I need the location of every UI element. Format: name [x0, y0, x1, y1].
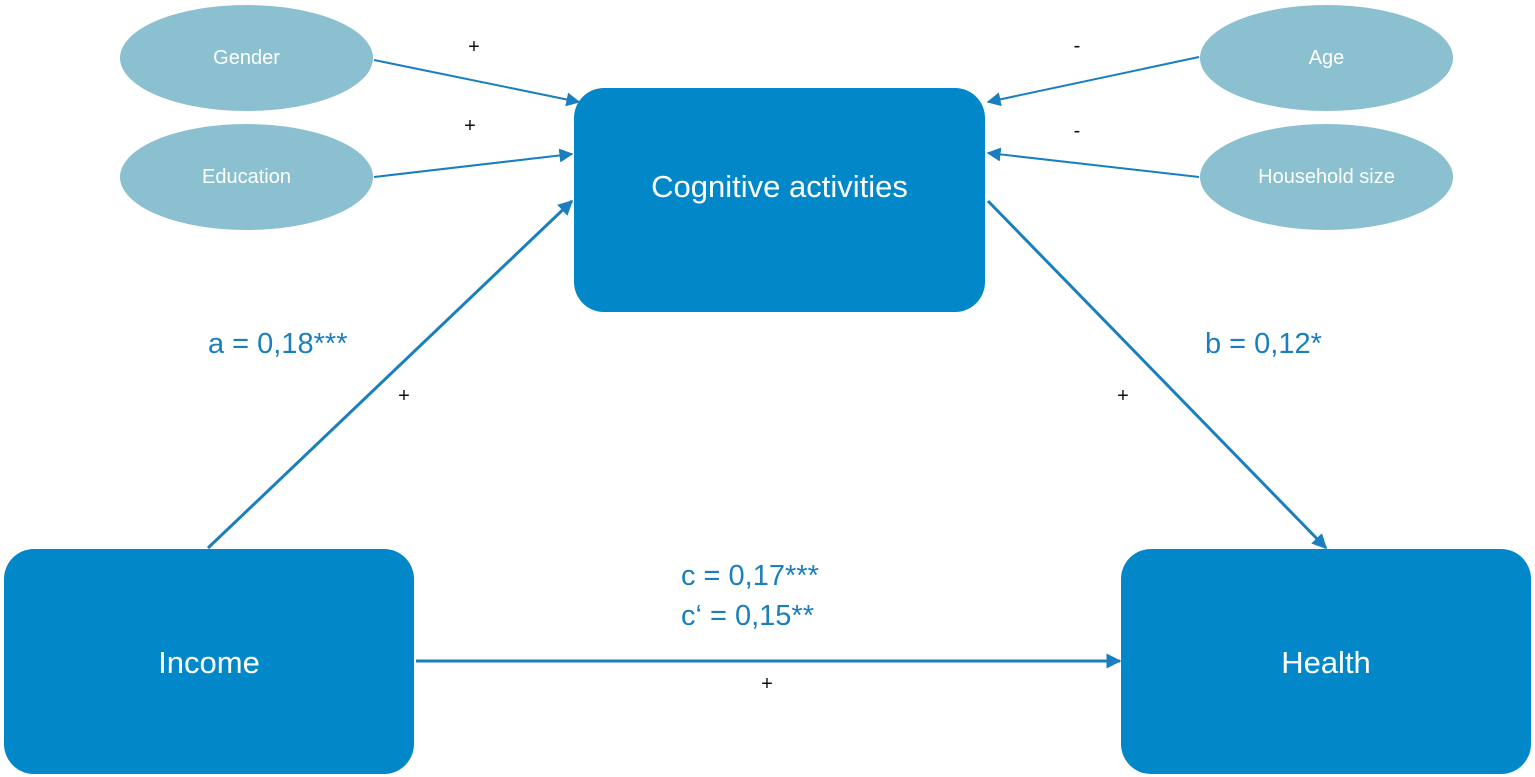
sign-household-size: -	[1073, 120, 1081, 142]
node-age-label: Age	[1308, 46, 1345, 69]
arrow-age-to-cognitive	[986, 56, 1200, 107]
node-education-label: Education	[202, 165, 291, 188]
node-household-size: Household size	[1200, 124, 1453, 230]
sign-age: -	[1073, 35, 1081, 57]
node-age: Age	[1200, 5, 1453, 111]
arrow-gender-to-cognitive	[373, 59, 581, 107]
node-household-size-label: Household size	[1258, 165, 1395, 188]
coefficient-b: b = 0,12*	[1205, 328, 1322, 360]
node-education: Education	[120, 124, 373, 230]
node-cognitive-activities-label: Cognitive activities	[651, 169, 908, 204]
sign-education: +	[464, 115, 476, 137]
sign-path-b: +	[1117, 385, 1129, 407]
coefficient-a: a = 0,18***	[208, 328, 348, 360]
arrow-education-to-cognitive	[373, 148, 574, 178]
arrow-household-to-cognitive	[986, 147, 1200, 178]
arrow-cognitive-to-health	[986, 199, 1328, 550]
node-income: Income	[4, 549, 414, 774]
sign-path-c: +	[761, 673, 773, 695]
node-gender-label: Gender	[213, 46, 280, 69]
node-gender: Gender	[120, 5, 373, 111]
node-cognitive-activities: Cognitive activities	[574, 88, 985, 312]
coefficient-c: c = 0,17***	[681, 560, 819, 592]
sign-path-a: +	[398, 385, 410, 407]
arrow-income-to-cognitive	[206, 199, 574, 550]
node-income-label: Income	[158, 644, 260, 680]
node-health: Health	[1121, 549, 1531, 774]
coefficient-c-prime: c‘ = 0,15**	[681, 600, 815, 632]
node-health-label: Health	[1281, 644, 1371, 680]
sign-gender: +	[468, 36, 480, 58]
